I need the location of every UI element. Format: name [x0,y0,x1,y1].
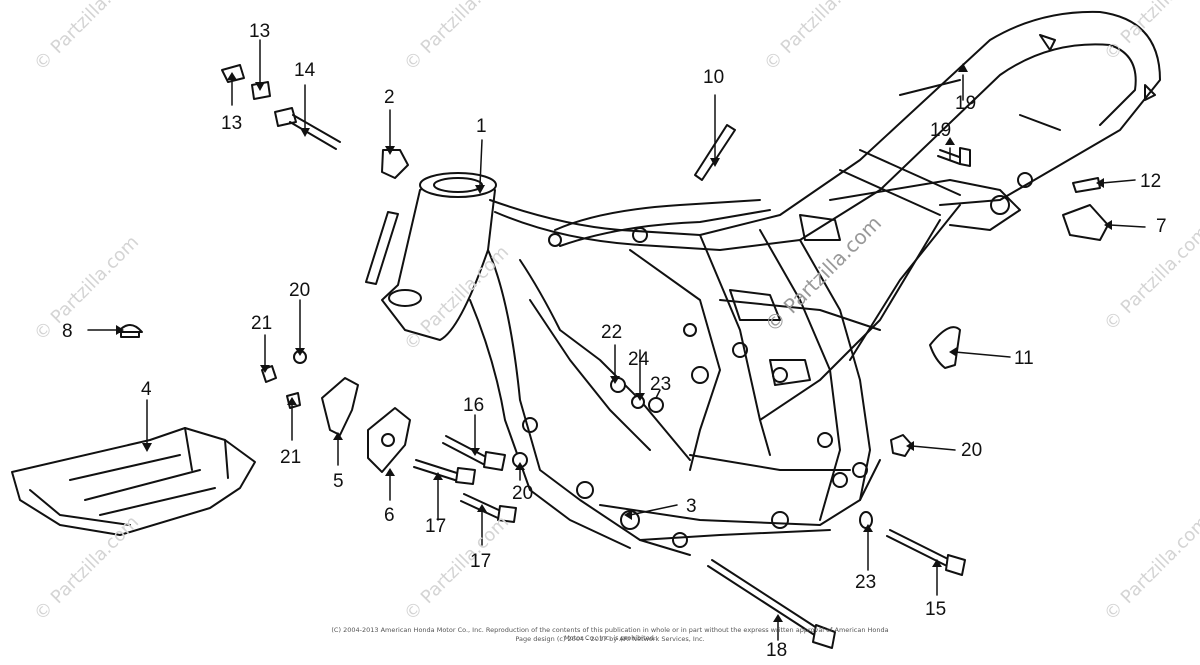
callout-7: 7 [1156,216,1167,237]
callout-20-right: 20 [961,440,983,461]
callout-13-top: 13 [249,21,271,42]
callout-20-upper: 20 [289,280,311,301]
callout-11: 11 [1014,348,1034,369]
callout-4: 4 [141,379,152,400]
part-13-14-bolts [221,64,341,150]
callout-22: 22 [601,322,623,343]
callout-17-left: 17 [425,516,447,537]
callout-1: 1 [476,116,487,137]
callout-17-bottom: 17 [470,551,492,572]
callout-3: 3 [686,496,697,517]
callout-14: 14 [294,60,316,81]
part-2-bracket [381,149,409,179]
callout-6: 6 [384,505,395,526]
callout-13-bottom: 13 [221,113,243,134]
part-4-skid-plate [11,427,256,536]
callout-21-upper: 21 [251,313,273,334]
callout-19-top: 19 [955,93,977,114]
part-19-bolts [937,147,971,167]
part-6-plate [367,407,411,473]
part-7-cover [1062,204,1109,241]
callout-21-lower: 21 [280,447,302,468]
part-5-bracket [321,377,359,436]
arrowheads [116,63,1112,622]
part-strip-small [365,211,399,285]
part-20-21-nuts [261,350,307,409]
callout-23-bottom: 23 [855,572,877,593]
callout-15: 15 [925,599,947,620]
callout-24: 24 [628,349,650,370]
callout-12: 12 [1140,171,1162,192]
part-11-guard [929,326,961,369]
callout-20-middle: 20 [512,483,534,504]
callout-16: 16 [463,395,485,416]
callout-18: 18 [766,640,788,661]
callout-8: 8 [62,321,73,342]
frame-body-1 [381,10,1161,556]
part-20-right-nut [890,434,913,457]
copyright-line: (C) 2004-2013 American Honda Motor Co., … [331,626,889,642]
page-design-line: Page design (c) 2004 - 2017 by ARI Netwo… [515,635,705,643]
part-23-15-18 [707,511,966,649]
callout-23-middle: 23 [650,374,672,395]
part-16-17-bolts [413,435,517,523]
callout-5: 5 [333,471,344,492]
callout-10: 10 [703,67,725,88]
part-12-clip [1072,177,1101,193]
leader-lines [87,39,1146,641]
callout-19-left: 19 [930,120,952,141]
callout-2: 2 [384,87,395,108]
